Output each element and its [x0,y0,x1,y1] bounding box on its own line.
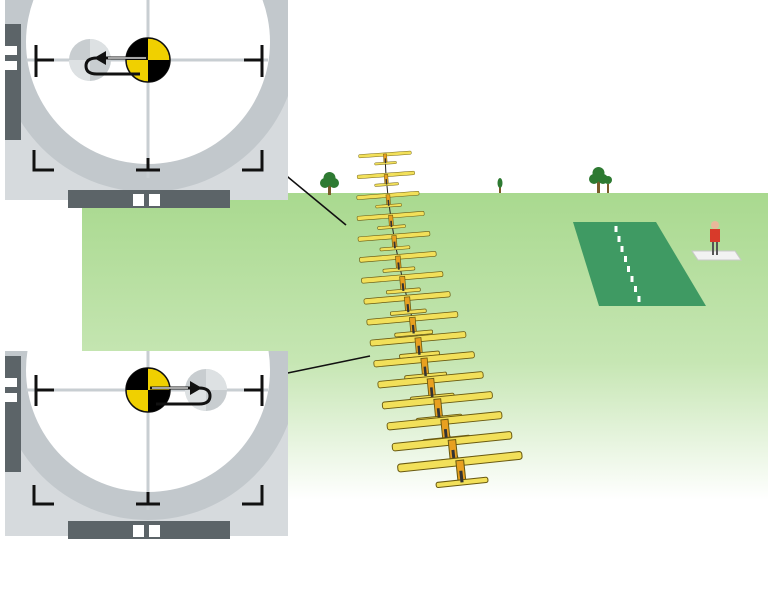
aircraft-icon [397,451,523,489]
tree-icon [497,178,503,193]
aircraft-icon [366,311,459,338]
arrow-left-icon [84,51,148,76]
viewfinder-bottom [5,351,288,539]
pilot-icon [691,221,742,261]
flight-path [356,150,523,489]
runway [573,222,706,306]
aircraft-icon [381,391,493,424]
aircraft-icon [358,150,412,166]
aircraft-icon [363,291,451,316]
target-marker [125,367,171,413]
viewfinder-top [5,0,288,208]
aircraft-icon [359,251,437,273]
aircraft-icon [356,170,415,187]
aircraft-icon [356,190,420,209]
aircraft-icon [357,231,431,252]
aircraft-icon [361,271,444,295]
runway-centerline [614,226,641,302]
leader-line-bottom [277,355,371,376]
tree-icon [589,167,612,193]
tree-icon [320,172,339,195]
target-marker [125,37,171,83]
aircraft-icon [356,211,425,230]
arrow-right-icon [150,381,212,406]
